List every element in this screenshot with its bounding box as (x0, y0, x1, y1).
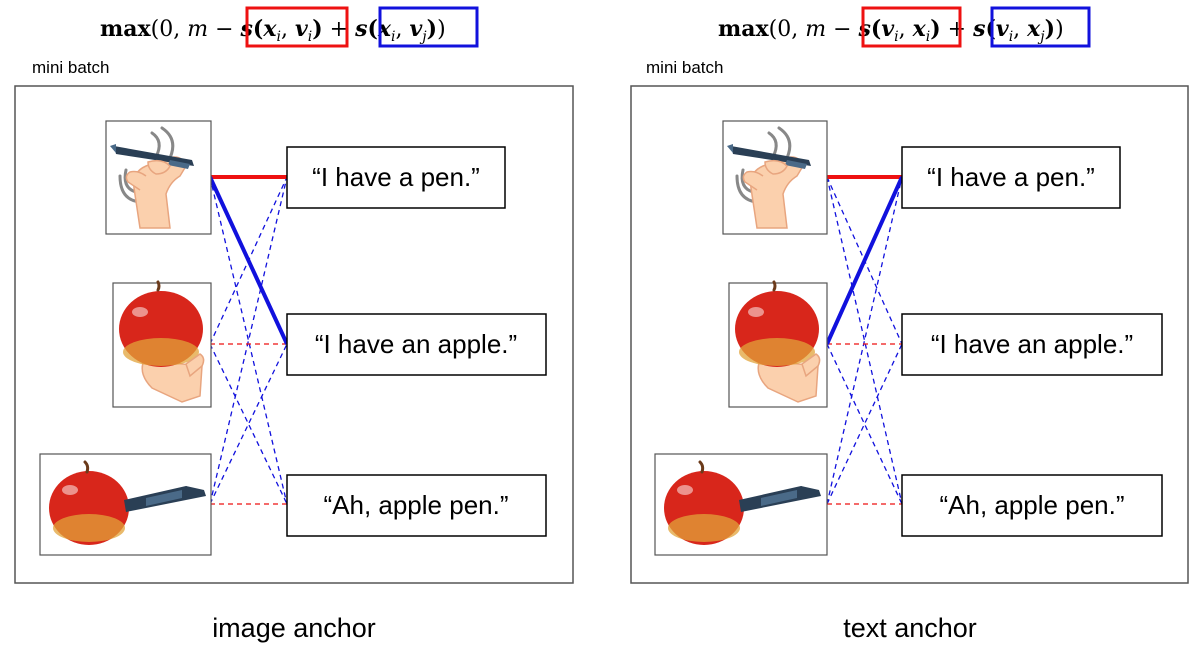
negative-link (209, 343, 288, 505)
image-anchor-panel: max(0, m − s(xi, vi) + s(xi, vj)) mini b… (14, 6, 574, 643)
positive-term-highlight (245, 6, 349, 48)
sentence-box (901, 146, 1121, 209)
anchor-negative-link (825, 176, 904, 345)
image-pen-in-hand (722, 120, 828, 235)
mini-batch-frame (630, 85, 1189, 584)
sentence-3: “Ah, apple pen.” (939, 490, 1124, 520)
negative-link (826, 343, 903, 505)
text-anchor-panel: max(0, m − s(vi, xi) + s(vi, xj)) mini b… (616, 0, 1200, 651)
apple-hand-icon (735, 280, 821, 403)
sentence-box (286, 313, 547, 376)
negative-term-highlight (990, 6, 1091, 48)
image-apple-pen (654, 453, 828, 556)
mini-batch-label: mini batch (32, 58, 109, 77)
pen-hand-icon (727, 126, 811, 229)
sentence-box (286, 474, 547, 537)
connections (825, 175, 904, 505)
negative-link (209, 176, 288, 505)
sentence-box (901, 313, 1163, 376)
connections (208, 175, 289, 505)
image-anchor-diagram: max(0, m − s(xi, vi) + s(xi, vj)) mini b… (14, 6, 574, 643)
formula: max(0, m − s(vi, xi) + s(vi, xj)) (718, 16, 1064, 45)
apple-hand-icon (119, 280, 205, 403)
negative-link (826, 343, 903, 505)
sentence-1: “I have a pen.” (927, 162, 1095, 192)
image-apple-pen (39, 453, 212, 556)
image-apple-in-hand (728, 280, 828, 408)
mini-batch-frame (14, 85, 574, 584)
sentence-box (901, 474, 1163, 537)
text-anchor-diagram: max(0, m − s(vi, xi) + s(vi, xj)) mini b… (630, 6, 1189, 643)
apple-pen-icon (49, 460, 206, 545)
mini-batch-label: mini batch (646, 58, 723, 77)
formula: max(0, m − s(xi, vi) + s(xi, vj)) (100, 16, 446, 45)
negative-link (209, 176, 288, 505)
image-pen-in-hand (105, 120, 212, 235)
sentence-2: “I have an apple.” (931, 329, 1133, 359)
negative-term-highlight (378, 6, 479, 48)
negative-link (826, 176, 903, 505)
sentence-3: “Ah, apple pen.” (323, 490, 508, 520)
negative-link (209, 343, 288, 505)
sentence-box (286, 146, 506, 209)
positive-term-highlight (861, 6, 962, 48)
apple-pen-icon (664, 460, 821, 545)
pen-hand-icon (110, 126, 194, 229)
image-apple-in-hand (112, 280, 212, 408)
panel-caption: text anchor (843, 613, 977, 643)
negative-link (826, 176, 903, 505)
anchor-negative-link (208, 176, 289, 345)
sentence-1: “I have a pen.” (312, 162, 480, 192)
sentence-2: “I have an apple.” (315, 329, 517, 359)
panel-caption: image anchor (212, 613, 376, 643)
